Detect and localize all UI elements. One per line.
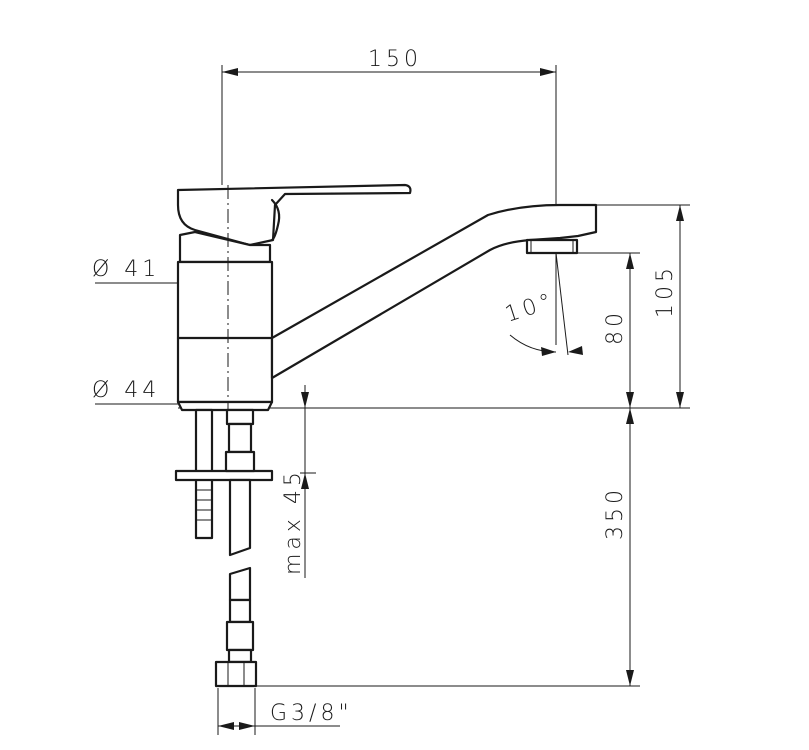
mounting-hardware [174, 408, 274, 688]
faucet-body [176, 183, 598, 412]
label-diameter-41: Ø 41 [92, 257, 160, 282]
label-105: 105 [653, 264, 678, 318]
label-80: 80 [603, 309, 628, 345]
dimension-150 [222, 68, 556, 76]
dimension-105 [676, 205, 684, 408]
aerator [525, 238, 579, 255]
mounting-plate [174, 469, 274, 482]
lever-handle [176, 183, 412, 247]
body-cylinder [176, 260, 274, 404]
dimension-angle-10 [509, 252, 583, 356]
label-angle-10: 10° [502, 288, 558, 328]
label-thread: G3/8" [270, 701, 353, 726]
dimension-max-45 [301, 385, 309, 578]
dimension-350 [626, 408, 634, 686]
body-base [176, 400, 274, 412]
dimension-80 [626, 253, 634, 408]
spout [270, 203, 598, 380]
dimension-thread [218, 722, 340, 730]
label-diameter-44: Ø 44 [92, 378, 160, 403]
hose-nut [214, 660, 258, 688]
label-350: 350 [603, 486, 628, 540]
label-max-45: max 45 [281, 468, 306, 575]
label-150: 150 [368, 47, 422, 72]
